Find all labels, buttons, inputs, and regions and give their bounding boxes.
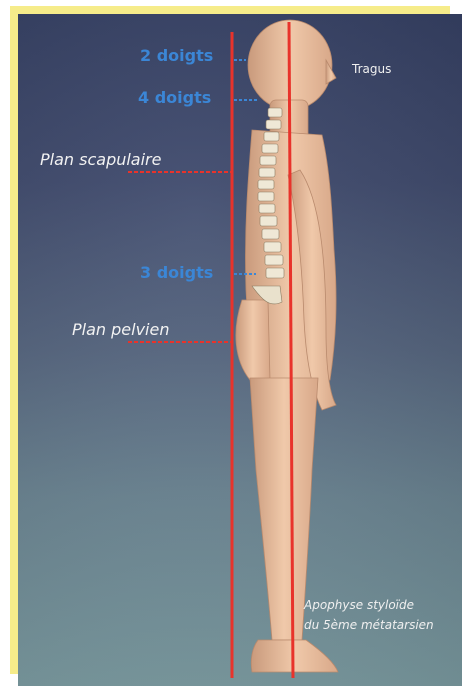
label-4-doigts: 4 doigts [138,88,211,107]
label-2-doigts: 2 doigts [140,46,213,65]
label-styloid-line2: du 5ème métatarsien [304,618,434,632]
label-plan-scapulaire: Plan scapulaire [40,150,161,169]
label-3-doigts: 3 doigts [140,263,213,282]
human-figure [236,20,338,672]
label-styloid-line1: Apophyse styloïde [304,598,414,612]
label-tragus: Tragus [352,62,391,76]
label-plan-pelvien: Plan pelvien [72,320,169,339]
